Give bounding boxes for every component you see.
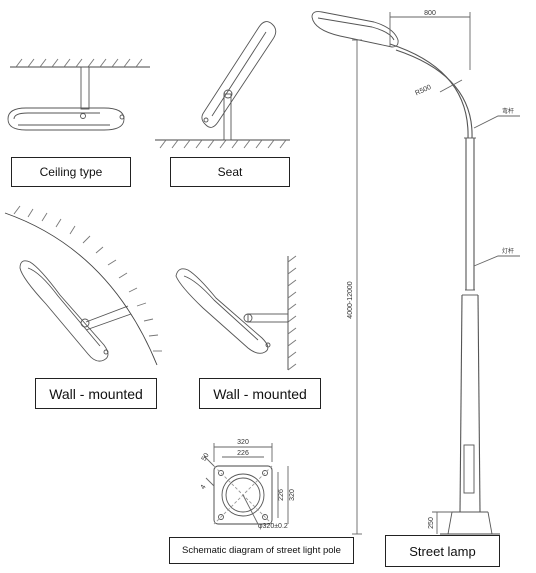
label-ceiling-type: Ceiling type: [11, 157, 131, 187]
base-plate-schematic: [203, 443, 289, 525]
dim-radius: R500: [414, 84, 432, 97]
callout-arm: 弯杆: [502, 107, 514, 115]
label-street-lamp: Street lamp: [385, 535, 500, 567]
dim-side-226: 226: [278, 489, 285, 501]
dim-arm-length: 800: [424, 10, 436, 17]
dim-diameter: φ320±0.2: [258, 523, 288, 530]
callout-pole: 灯杆: [502, 247, 514, 255]
label-seat: Seat: [170, 157, 290, 187]
label-wall-mounted-curved: Wall - mounted: [35, 378, 157, 409]
dim-bolt-spacing: 226: [237, 450, 249, 457]
wall-mount-curved-drawing: [4, 205, 162, 366]
dim-base-height: 250: [428, 517, 435, 529]
seat-mount-drawing: [155, 21, 290, 149]
ceiling-mount-drawing: [7, 58, 150, 131]
dim-corner: 50: [201, 452, 211, 462]
dim-side-320: 320: [289, 489, 296, 501]
street-lamp-drawing: [311, 11, 520, 535]
wall-mount-straight-drawing: [175, 255, 297, 371]
label-schematic-diagram: Schematic diagram of street light pole: [169, 537, 354, 564]
dim-hole: 4: [200, 484, 208, 491]
dim-height: 4000-12000: [347, 281, 354, 318]
label-wall-mounted-straight: Wall - mounted: [199, 378, 321, 409]
dim-flange-width: 320: [237, 439, 249, 446]
